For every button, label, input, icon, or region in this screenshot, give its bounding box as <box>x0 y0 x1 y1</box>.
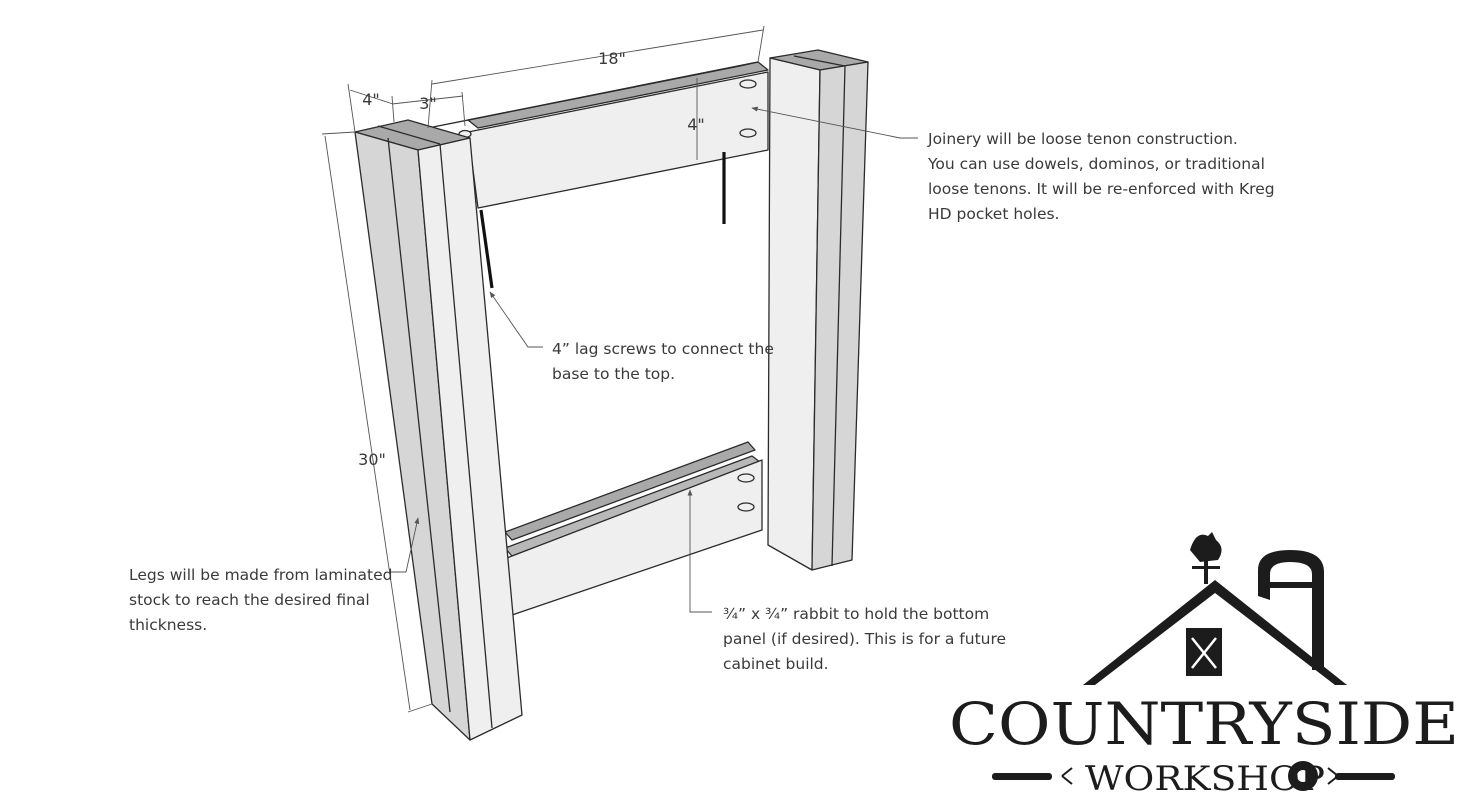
dim-leg-height: 30" <box>358 450 386 469</box>
note-lag-screws: 4” lag screws to connect the base to the… <box>552 340 774 383</box>
note-joinery: Joinery will be loose tenon construction… <box>928 130 1275 223</box>
top-rail <box>427 61 769 209</box>
lag-screws <box>479 152 726 289</box>
note-legs: Legs will be made from laminated stock t… <box>129 566 393 634</box>
dim-rail-length: 18" <box>598 49 626 68</box>
rooster-weathervane-icon <box>1190 532 1222 562</box>
dim-leg-width: 4" <box>362 90 380 109</box>
dim-rail-height: 4" <box>687 115 705 134</box>
lag-screw-left <box>479 209 494 289</box>
silo-icon <box>1258 550 1324 670</box>
logo-subtitle: WORKSHOP <box>1085 759 1325 799</box>
leader-legs <box>390 517 420 573</box>
right-leg <box>767 49 869 571</box>
dim-rail-offset: 3" <box>419 94 437 113</box>
chisel-right-icon <box>1335 773 1395 780</box>
leader-joinery <box>751 106 918 139</box>
left-leg <box>354 119 523 741</box>
bottom-rail <box>504 441 763 616</box>
chisel-left-icon <box>992 773 1052 780</box>
leader-rabbit <box>687 489 712 613</box>
leader-lag-screws <box>489 291 543 348</box>
logo-name: COUNTRYSIDE <box>949 690 1459 758</box>
countryside-workshop-logo: COUNTRYSIDE WORKSHOP <box>949 532 1459 799</box>
note-rabbit: ¾” x ¾” rabbit to hold the bottom panel … <box>723 605 1007 673</box>
